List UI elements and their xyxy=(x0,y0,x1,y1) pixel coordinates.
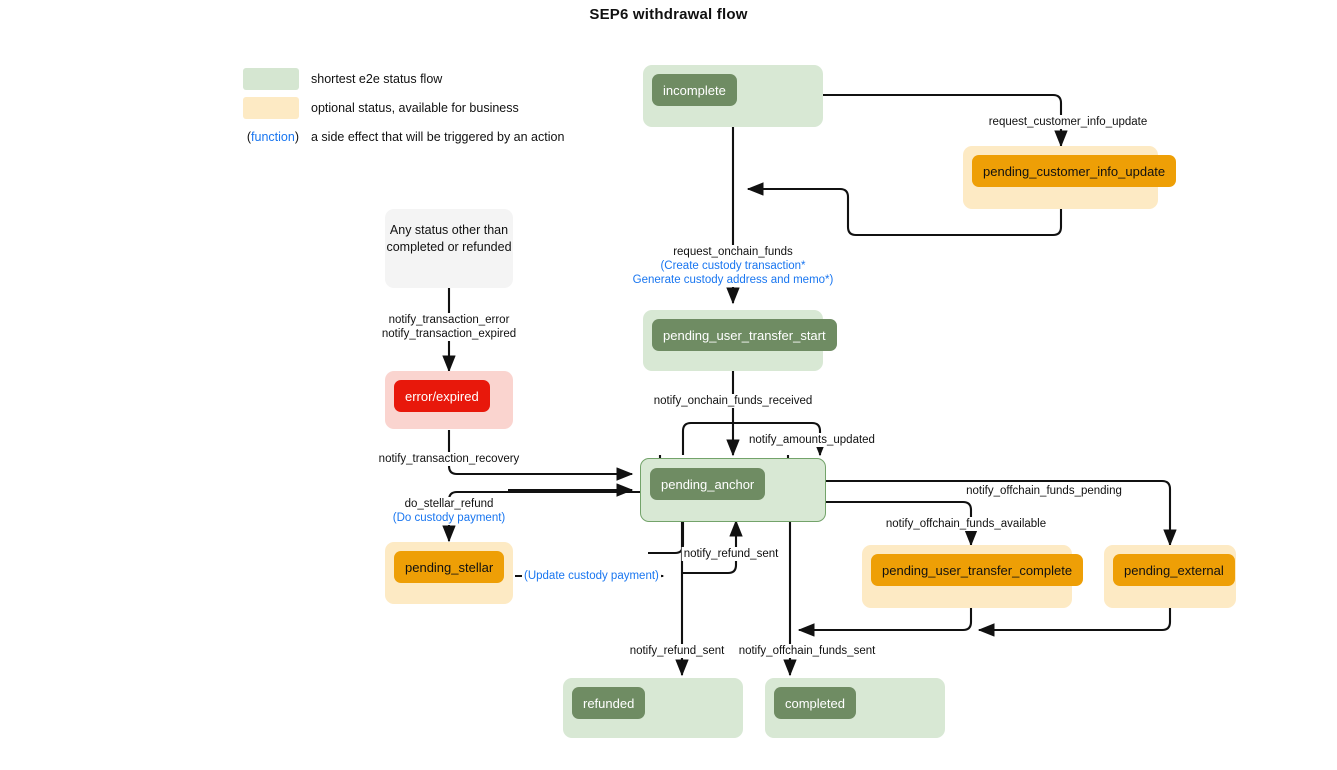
node-pending-customer-info-update[interactable]: pending_customer_info_update xyxy=(963,146,1177,209)
edge-label-do-stellar-refund: do_stellar_refund (Do custody payment) xyxy=(390,497,508,525)
legend-function-word: function xyxy=(251,130,295,144)
edge-label-request-onchain-funds-fn1: (Create custody transaction* xyxy=(660,260,806,272)
edge-label-do-stellar-refund-action: do_stellar_refund xyxy=(404,498,494,510)
legend-label-function: a side effect that will be triggered by … xyxy=(311,130,565,144)
legend-row-orange: optional status, available for business xyxy=(243,95,564,121)
page-title: SEP6 withdrawal flow xyxy=(589,6,748,23)
edge-label-notify-amounts-updated: notify_amounts_updated xyxy=(747,433,877,447)
node-any-status-line2: completed or refunded xyxy=(386,240,512,254)
edge-label-notify-refund-sent-loop: notify_refund_sent xyxy=(681,547,781,561)
edge-label-notify-offchain-funds-sent: notify_offchain_funds_sent xyxy=(736,644,878,658)
legend-label-green: shortest e2e status flow xyxy=(311,72,443,86)
edge-label-notify-refund-sent: notify_refund_sent xyxy=(627,644,727,658)
node-pending-user-transfer-start-label: pending_user_transfer_start xyxy=(652,319,837,351)
node-completed-label: completed xyxy=(774,687,856,719)
edge-label-notify-onchain-funds-received: notify_onchain_funds_received xyxy=(651,394,815,408)
edge-label-notify-transaction-error: notify_transaction_error xyxy=(388,314,510,326)
node-refunded[interactable]: refunded xyxy=(563,678,743,738)
node-refunded-label: refunded xyxy=(572,687,646,719)
node-pending-user-transfer-complete[interactable]: pending_user_transfer_complete xyxy=(862,545,1084,608)
legend-swatch-orange xyxy=(243,97,299,119)
node-pending-customer-info-update-label: pending_customer_info_update xyxy=(972,155,1177,187)
node-completed[interactable]: completed xyxy=(765,678,945,738)
edge-label-notify-offchain-funds-available: notify_offchain_funds_available xyxy=(883,517,1049,531)
node-pending-stellar[interactable]: pending_stellar xyxy=(385,542,513,604)
node-pending-anchor-label: pending_anchor xyxy=(650,468,766,500)
edge-label-request-customer-info-update: request_customer_info_update xyxy=(986,115,1150,129)
edge-label-notify-transaction-recovery: notify_transaction_recovery xyxy=(376,452,522,466)
edge-label-request-onchain-funds-action: request_onchain_funds xyxy=(673,246,793,258)
node-incomplete-label: incomplete xyxy=(652,74,737,106)
legend: shortest e2e status flow optional status… xyxy=(243,66,564,153)
node-incomplete[interactable]: incomplete xyxy=(643,65,823,127)
node-pending-external-label: pending_external xyxy=(1113,554,1235,586)
node-pending-user-transfer-start[interactable]: pending_user_transfer_start xyxy=(643,310,837,371)
node-pending-anchor[interactable]: pending_anchor xyxy=(640,458,826,522)
node-pending-user-transfer-complete-label: pending_user_transfer_complete xyxy=(871,554,1084,586)
edge-label-notify-transaction-error-expired: notify_transaction_error notify_transact… xyxy=(379,313,519,341)
node-any-status-text: Any status other than completed or refund… xyxy=(386,222,511,256)
legend-swatch-green xyxy=(243,68,299,90)
node-pending-stellar-label: pending_stellar xyxy=(394,551,505,583)
edge-label-notify-transaction-expired: notify_transaction_expired xyxy=(381,328,517,340)
edge-label-notify-offchain-funds-pending: notify_offchain_funds_pending xyxy=(964,484,1124,498)
edge-label-do-stellar-refund-fn: (Do custody payment) xyxy=(392,512,506,524)
legend-swatch-function: (function) xyxy=(246,130,299,144)
edge-label-update-custody-payment: (Update custody payment) xyxy=(522,569,661,583)
edge-label-request-onchain-funds: request_onchain_funds (Create custody tr… xyxy=(630,245,836,287)
node-pending-external[interactable]: pending_external xyxy=(1104,545,1236,608)
node-any-status-line1: Any status other than xyxy=(389,223,509,237)
edge-label-update-custody-payment-fn: (Update custody payment) xyxy=(524,570,659,582)
legend-row-green: shortest e2e status flow xyxy=(243,66,564,92)
edge-label-request-onchain-funds-fn2: Generate custody address and memo*) xyxy=(632,274,834,286)
legend-row-function: (function) a side effect that will be tr… xyxy=(243,124,565,150)
legend-label-orange: optional status, available for business xyxy=(311,101,519,115)
node-error-expired-label: error/expired xyxy=(394,380,490,412)
node-any-status[interactable]: Any status other than completed or refund… xyxy=(385,209,513,288)
node-error-expired[interactable]: error/expired xyxy=(385,371,513,429)
